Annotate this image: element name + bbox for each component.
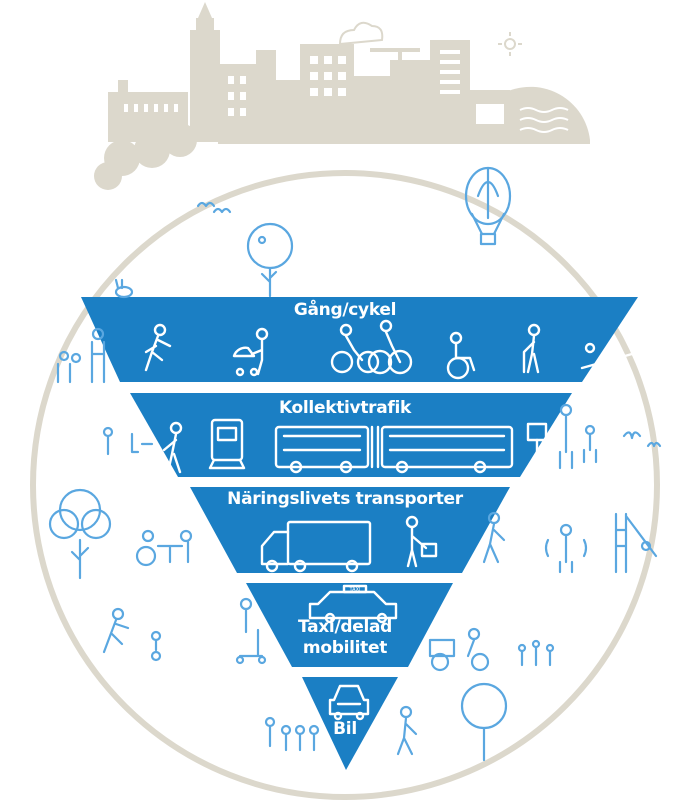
cyclists-icon [330,319,413,375]
tier-walking-cycling [81,297,638,382]
bus-icon [370,425,514,474]
round-tree-icon [460,682,508,762]
tier-taxi-shared [246,583,453,667]
world-circle [30,170,660,800]
hot-air-balloon-icon [464,166,512,246]
elderly-cane-icon [522,323,541,374]
flowering-tree-icon [246,222,294,298]
tier-label-taxi-shared-mobility: Taxi/delad mobilitet [297,617,393,658]
runner-icon [144,323,172,372]
family-icon [56,327,106,384]
birds-icon [196,201,232,214]
delivery-person-icon [405,515,438,568]
rabbit-icon [114,278,134,299]
transport-pyramid [81,297,638,770]
butterfly-icon [622,431,662,448]
slide-icon [614,512,658,574]
tree-icon [48,488,112,580]
tier-label-business-transport: Näringslivets transporter [227,489,463,509]
tier-label-public-transport: Kollektivtrafik [278,398,412,418]
person-walking-icon [482,511,506,564]
kick-scooter-icon [235,597,267,665]
jogger-icon [102,607,130,654]
walking-person-icon [396,705,418,756]
ball-child-icon [150,630,162,662]
bus-stop-sign-icon [526,422,548,476]
tier-label-car: Bil [333,719,357,739]
tier-business-transport [190,487,510,573]
parent-child-icon [558,403,598,470]
parking-posts-icon [517,639,555,667]
city-skyline [94,2,590,190]
person-with-cart-icon [162,421,183,474]
children-group-icon [264,716,320,752]
truck-icon [260,520,372,573]
seesaw-children-icon [580,332,640,376]
wheelchair-icon [446,331,476,380]
skyline-windows [124,50,569,133]
tier-label-walking-cycling: Gång/cykel [293,300,397,320]
tier-car [302,677,398,770]
phone-person-icon [544,523,588,574]
bus-icon [274,425,370,474]
cafe-table-icon [135,529,193,567]
tram-icon [208,418,246,470]
taxi-roof-sign: TAXI [349,587,361,593]
flower-icon [102,426,114,456]
hydrant-icon [130,432,154,454]
cargo-bike-icon [428,627,490,672]
cloud-icon [338,21,384,46]
taxi-icon [308,584,398,624]
sun-icon [498,32,522,56]
stroller-icon [232,327,269,377]
car-icon [328,684,370,721]
